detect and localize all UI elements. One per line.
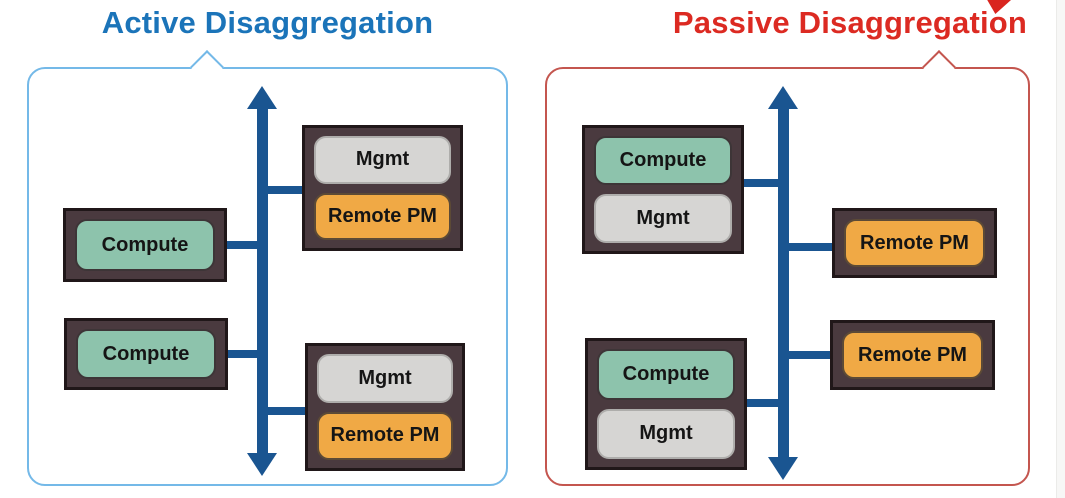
remote-pm-chip: Remote PM [317, 411, 453, 460]
connector-line [742, 179, 782, 187]
active-panel-box [27, 50, 508, 486]
passive-panel-box [545, 50, 1030, 486]
active-panel-title: Active Disaggregation [101, 5, 434, 40]
connector-line [225, 350, 262, 358]
active-mgmt-remotepm-node-1: Mgmt Remote PM [302, 125, 463, 251]
passive-panel-title: Passive Disaggregation [672, 5, 1028, 40]
passive-remote-pm-node-1: Remote PM [832, 208, 997, 278]
mgmt-chip: Mgmt [317, 354, 453, 403]
passive-brace-notch-icon [922, 50, 956, 84]
mgmt-chip: Mgmt [597, 408, 735, 459]
remote-pm-chip: Remote PM [314, 192, 451, 240]
connector-line [745, 399, 782, 407]
passive-bus-arrow-shaft [778, 104, 789, 464]
mgmt-chip: Mgmt [314, 136, 451, 184]
connector-line [786, 243, 834, 251]
active-bus-arrow-up-icon [247, 86, 277, 109]
remote-pm-chip: Remote PM [844, 219, 985, 267]
connector-line [786, 351, 832, 359]
connector-line [263, 407, 308, 415]
passive-remote-pm-node-2: Remote PM [830, 320, 995, 390]
connector-line [263, 186, 305, 194]
active-bus-arrow-shaft [257, 104, 268, 458]
connector-line [224, 241, 261, 249]
active-brace-notch-icon [190, 50, 224, 84]
compute-chip: Compute [75, 219, 215, 271]
screen-edge-strip [1056, 0, 1065, 498]
compute-chip: Compute [594, 136, 732, 185]
active-compute-node-1: Compute [63, 208, 227, 282]
passive-bus-arrow-down-icon [768, 457, 798, 480]
compute-chip: Compute [76, 329, 216, 379]
passive-bus-arrow-up-icon [768, 86, 798, 109]
remote-pm-chip: Remote PM [842, 331, 983, 379]
passive-compute-mgmt-node-1: Compute Mgmt [582, 125, 744, 254]
active-bus-arrow-down-icon [247, 453, 277, 476]
compute-chip: Compute [597, 349, 735, 400]
passive-compute-mgmt-node-2: Compute Mgmt [585, 338, 747, 470]
mgmt-chip: Mgmt [594, 194, 732, 243]
active-mgmt-remotepm-node-2: Mgmt Remote PM [305, 343, 465, 471]
active-compute-node-2: Compute [64, 318, 228, 390]
